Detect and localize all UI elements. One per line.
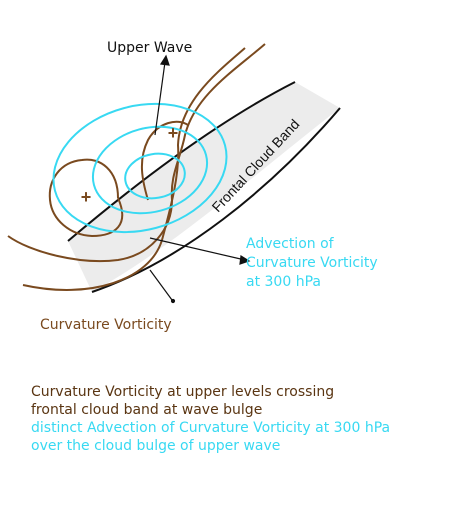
caption: Curvature Vorticity at upper levels cros… [31,383,390,455]
caption-brown-line1: Curvature Vorticity at upper levels cros… [31,384,335,400]
plus-sign-left: + [81,187,92,207]
curvature-vorticity-contours [7,43,266,291]
upper-wave-label: Upper Wave [107,40,193,56]
advection-contour-outer [52,102,228,234]
advection-contour-inner [124,152,186,200]
curvature-vorticity-pointer-end [170,298,176,304]
upper-wave-pointer [154,61,166,136]
advection-label-line2: Curvature Vorticity [246,255,378,271]
caption-cyan-line1: distinct Advection of Curvature Vorticit… [31,420,391,436]
pointer-lines [149,54,251,304]
advection-pointer [149,237,246,261]
vorticity-contour-inner [7,43,266,263]
frontal-cloud-band-area [68,82,340,292]
advection-label-line1: Advection of [246,236,334,252]
plus-sign-right: + [168,123,179,143]
vorticity-contour-closed [48,158,124,238]
caption-brown-line2: frontal cloud band at wave bulge [31,402,263,418]
upper-wave-arrowhead [159,54,170,66]
advection-contours [52,102,228,234]
curvature-vorticity-label: Curvature Vorticity [40,317,172,333]
vorticity-contour-loop [141,120,189,201]
advection-contour-middle [91,125,209,215]
advection-arrowhead [239,254,251,265]
curvature-vorticity-pointer [149,269,173,301]
caption-cyan-line2: over the cloud bulge of upper wave [31,438,281,454]
advection-label-line3: at 300 hPa [246,274,321,290]
